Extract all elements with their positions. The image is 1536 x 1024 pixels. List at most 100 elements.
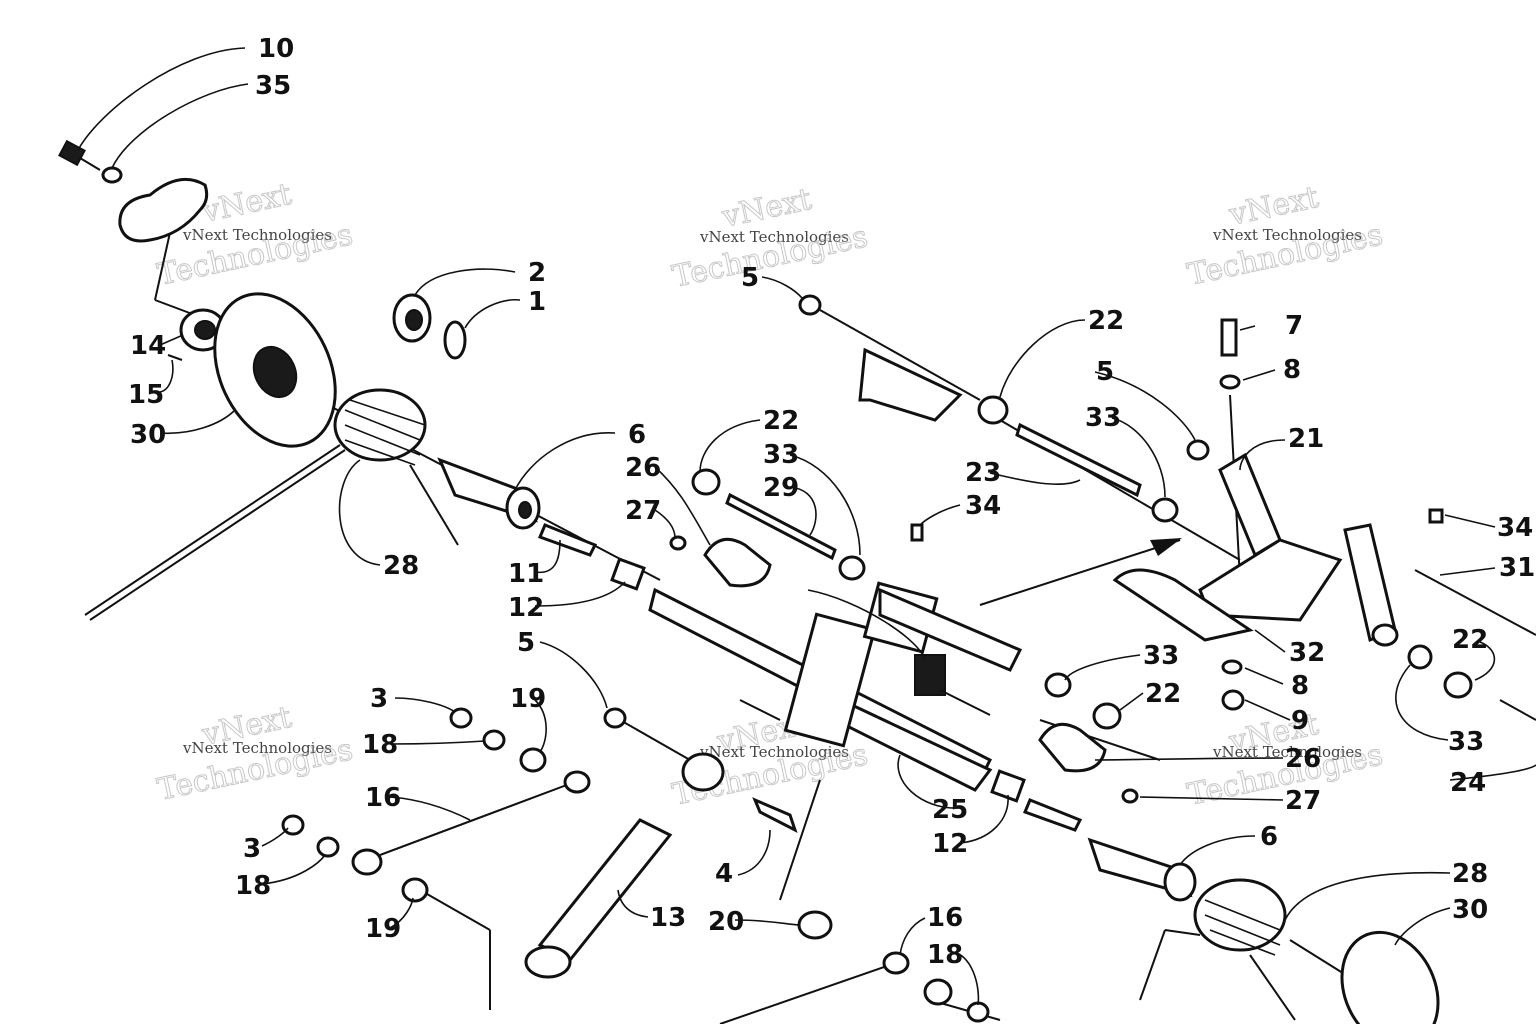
direction-arrow-icon	[1150, 538, 1182, 556]
snap-ring-1-icon	[443, 320, 467, 360]
callout-15: 15	[128, 380, 164, 410]
callout-22-c: 22	[1452, 625, 1488, 655]
bushing-22-top-icon	[977, 395, 1009, 425]
callout-28-a: 28	[383, 551, 419, 581]
bushing-19-bottom-icon	[923, 978, 953, 1006]
wheel-30-left-hub	[252, 345, 298, 399]
nut-9-icon	[1221, 689, 1245, 711]
callout-3-b: 3	[243, 834, 261, 864]
shaft-29-icon	[725, 492, 837, 561]
bracket-right-icon	[1343, 523, 1399, 647]
bushing-6-right-icon	[1087, 837, 1197, 902]
callout-5-a: 5	[517, 628, 535, 658]
callout-31: 31	[1499, 553, 1535, 583]
bracket-21-icon	[1112, 452, 1343, 642]
callout-labels: 10 35 2 1 14 15 30 28 6 11 12 5 26 27 22…	[128, 34, 1535, 970]
shock-13-icon	[524, 752, 725, 979]
bolt-10-icon	[58, 139, 101, 171]
rod-31-icon	[1414, 569, 1536, 636]
bushing-19-upper-icon	[519, 747, 547, 773]
callout-9: 9	[1291, 706, 1309, 736]
clip-27-bottom-icon	[1121, 788, 1139, 804]
callout-19-b: 19	[365, 914, 401, 944]
rod-24-icon	[1499, 699, 1536, 721]
svg-text:vNext Technologies: vNext Technologies	[1212, 226, 1362, 244]
watermark-top-center: vNext vNext Technologies Technologies	[669, 181, 871, 295]
bushing-22-lower-icon	[1092, 702, 1122, 730]
washer-35-icon	[101, 166, 123, 184]
callout-18-b: 18	[235, 871, 271, 901]
bushing-33-center-icon	[838, 555, 866, 581]
bushing-33-lower-icon	[1044, 672, 1072, 698]
bushing-33-right-icon	[1407, 644, 1433, 670]
svg-text:vNext Technologies: vNext Technologies	[182, 226, 332, 244]
callout-22-d: 22	[1145, 679, 1181, 709]
callout-12-b: 12	[932, 829, 968, 859]
callout-18-a: 18	[362, 730, 398, 760]
callout-6-a: 6	[628, 420, 646, 450]
washer-8-top-icon	[1219, 374, 1241, 390]
callout-26-b: 26	[1285, 744, 1321, 774]
bushing-22-right-icon	[1443, 671, 1473, 699]
pin-11-right-icon	[1023, 798, 1083, 832]
callout-30-a: 30	[130, 420, 166, 450]
sleeve-12-left-icon	[610, 557, 646, 591]
bushing-6-left-icon	[437, 457, 541, 530]
callout-8-a: 8	[1283, 355, 1301, 385]
callout-35-a: 35	[255, 71, 291, 101]
parts	[58, 139, 1536, 1024]
callout-23: 23	[965, 458, 1001, 488]
callout-19-a: 19	[510, 684, 546, 714]
callout-7: 7	[1285, 311, 1303, 341]
grease-fitting-34-center-icon	[910, 523, 924, 542]
bushing-20-icon	[797, 910, 833, 940]
callout-5-c: 5	[1096, 357, 1114, 387]
pin-15-icon	[167, 354, 183, 361]
callout-16-a: 16	[365, 783, 401, 813]
callout-11: 11	[508, 559, 544, 589]
nut-5-center-icon	[603, 707, 627, 729]
grease-fitting-34-right-icon	[1428, 508, 1444, 524]
bushing-22-center-icon	[691, 468, 721, 496]
bolt-7-icon	[1220, 318, 1238, 357]
bushing-33-top-icon	[1151, 497, 1179, 523]
washer-8-bottom-icon	[1221, 659, 1243, 675]
watermark-top-right: vNext vNext Technologies Technologies	[1184, 179, 1386, 293]
callout-34-a: 34	[965, 491, 1001, 521]
callout-2: 2	[528, 258, 546, 288]
cross-shaft-25-icon	[648, 581, 1023, 792]
callout-33-d: 33	[1448, 727, 1484, 757]
bearing-2-bore	[405, 309, 423, 331]
callout-18-c: 18	[927, 940, 963, 970]
callout-33-c: 33	[1143, 641, 1179, 671]
svg-text:vNext Technologies: vNext Technologies	[699, 743, 849, 761]
callout-3-a: 3	[370, 684, 388, 714]
callout-8-b: 8	[1291, 671, 1309, 701]
svg-text:vNext Technologies: vNext Technologies	[699, 228, 849, 246]
nut-5-right-icon	[1186, 439, 1210, 461]
bearing-14-bore	[194, 320, 216, 340]
shaft-23-icon	[1015, 422, 1142, 498]
rail-bracket-icon	[858, 347, 963, 422]
svg-text:vNext Technologies: vNext Technologies	[182, 739, 332, 757]
callout-27-a: 27	[625, 496, 661, 526]
clip-27-top-icon	[669, 535, 687, 551]
callout-24: 24	[1450, 768, 1486, 798]
callout-26-a: 26	[625, 453, 661, 483]
leader-lines	[77, 47, 1536, 1006]
callout-12-a: 12	[508, 593, 544, 623]
callout-14: 14	[130, 331, 166, 361]
washer-18-bottom-icon	[966, 1001, 990, 1023]
link-16-upper-icon	[351, 770, 591, 876]
bumper-26-top-icon	[703, 537, 772, 588]
washer-18-upper-icon	[482, 729, 506, 751]
nut-3-upper-icon	[449, 707, 473, 729]
washer-18-lower-icon	[316, 836, 340, 858]
nut-3-lower-icon	[281, 814, 305, 836]
bushing-19-lower-icon	[401, 877, 429, 903]
callout-30-b: 30	[1452, 895, 1488, 925]
callout-20: 20	[708, 907, 744, 937]
callout-27-b: 27	[1285, 786, 1321, 816]
sleeve-12-right-icon	[990, 769, 1026, 803]
